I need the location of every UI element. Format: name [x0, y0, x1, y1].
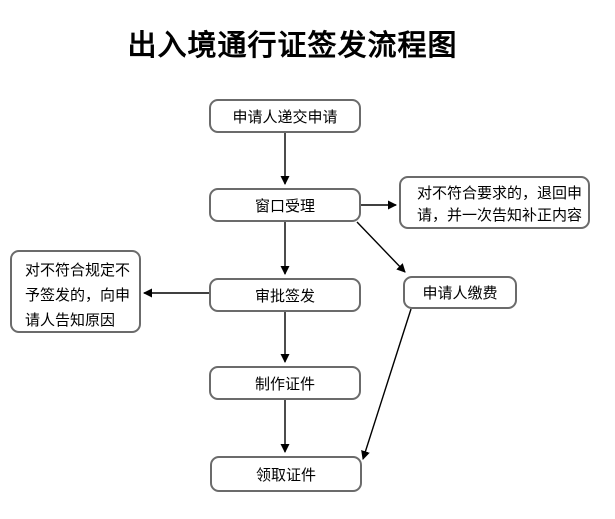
- node-return-application-notice-line1: 对不符合要求的，退回申: [417, 185, 583, 202]
- edge-pay-to-receive: [361, 308, 412, 460]
- node-rejection-reason-notice-line2: 予签发的，向申: [25, 287, 131, 304]
- page-title: 出入境通行证签发流程图: [127, 30, 458, 62]
- node-receive-certificate-label: 领取证件: [255, 466, 316, 484]
- node-window-acceptance-label: 窗口受理: [254, 197, 315, 215]
- node-applicant-payment-label: 申请人缴费: [422, 285, 498, 302]
- edge-accept-to-pay: [356, 221, 406, 273]
- node-approval-issuance-label: 审批签发: [254, 287, 315, 305]
- node-make-certificate-label: 制作证件: [254, 375, 315, 393]
- node-submit-application: 申请人递交申请: [209, 99, 361, 133]
- node-rejection-reason-notice: 对不符合规定不 予签发的，向申 请人告知原因: [10, 250, 141, 333]
- node-submit-application-label: 申请人递交申请: [232, 108, 338, 126]
- node-approval-issuance: 审批签发: [209, 278, 361, 312]
- node-window-acceptance: 窗口受理: [209, 188, 361, 222]
- node-return-application-notice-line2: 请，并一次告知补正内容: [417, 207, 583, 224]
- node-return-application-notice: 对不符合要求的，退回申 请，并一次告知补正内容: [399, 176, 590, 229]
- node-make-certificate: 制作证件: [209, 366, 361, 400]
- node-rejection-reason-notice-line3: 请人告知原因: [25, 312, 116, 329]
- node-rejection-reason-notice-line1: 对不符合规定不: [25, 262, 131, 279]
- node-receive-certificate: 领取证件: [210, 456, 362, 492]
- node-applicant-payment: 申请人缴费: [403, 276, 517, 309]
